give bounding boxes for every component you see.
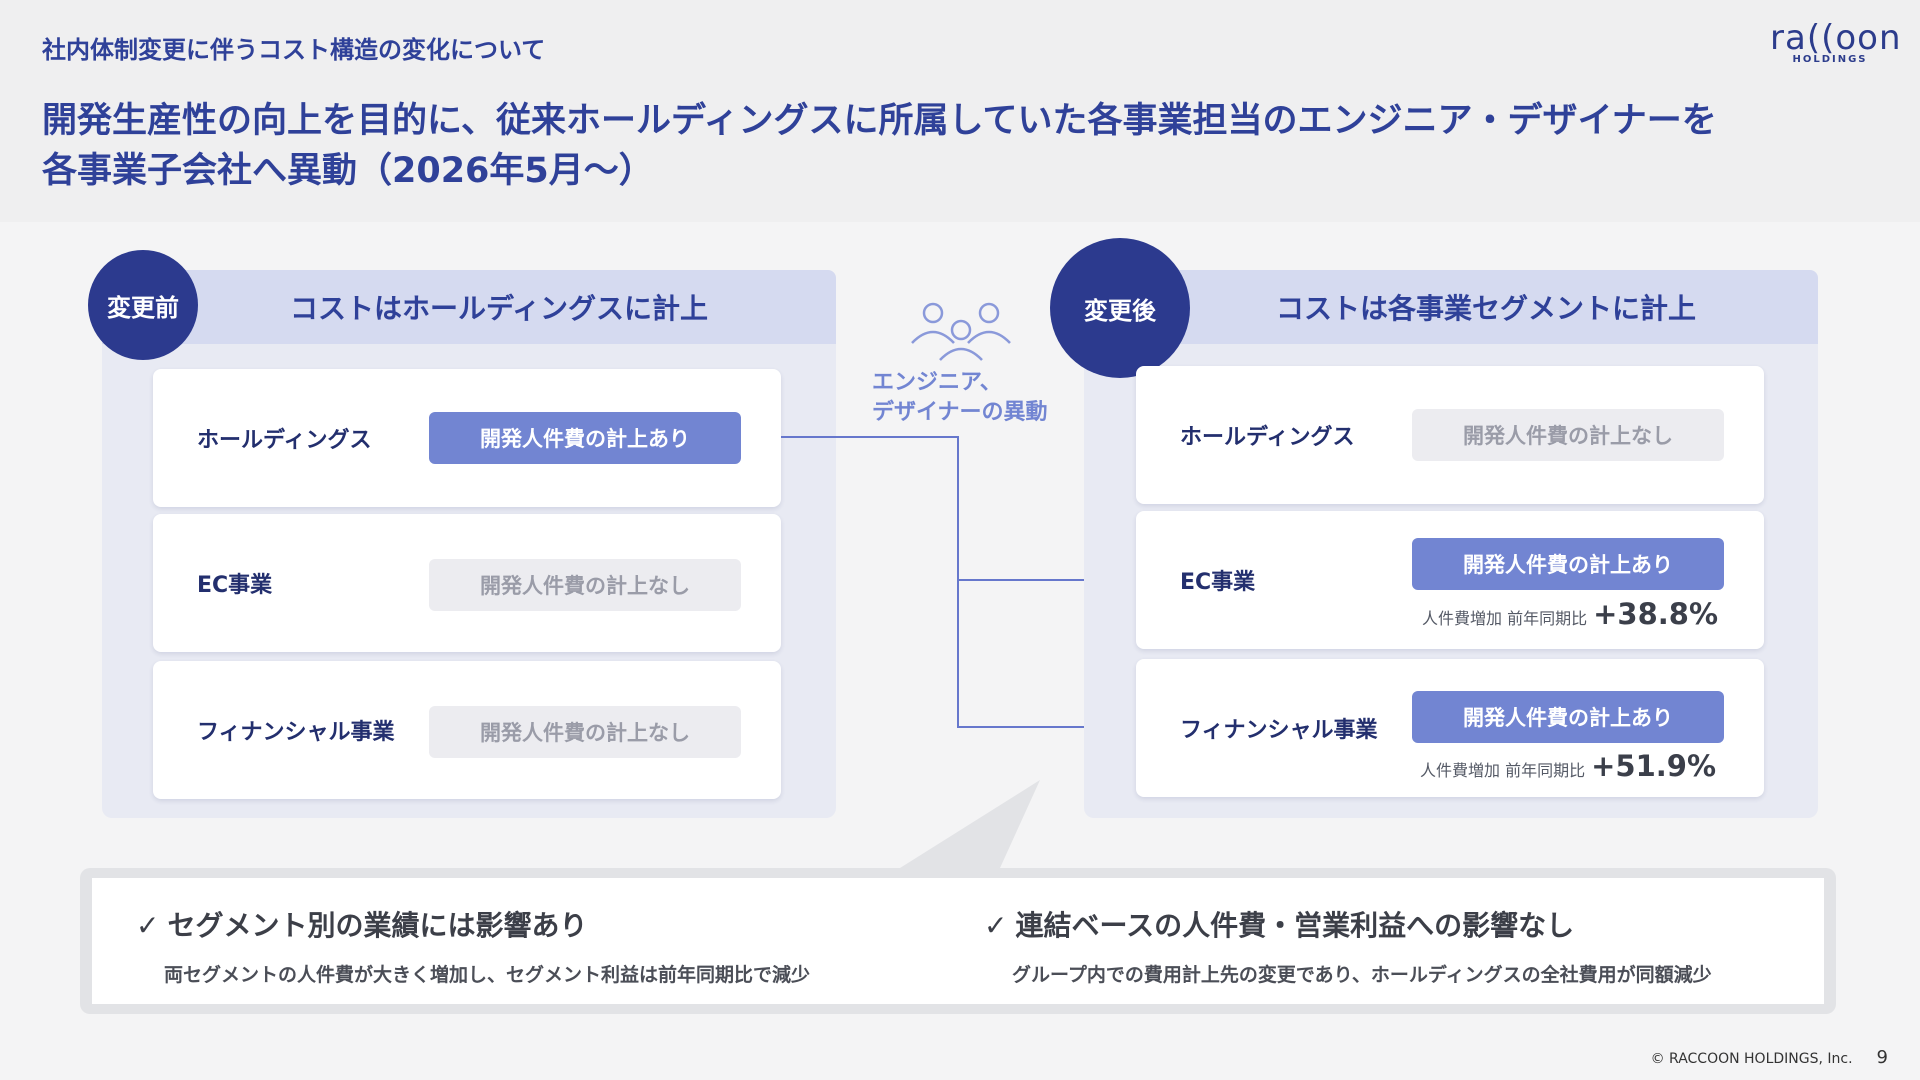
metric-value: +38.8% bbox=[1593, 597, 1719, 631]
summary-inner: ✓セグメント別の業績には影響あり 両セグメントの人件費が大きく増加し、セグメント… bbox=[92, 878, 1824, 1004]
row-label: ホールディングス bbox=[1180, 425, 1355, 450]
check-icon: ✓ bbox=[136, 909, 160, 942]
metric-label: 人件費増加 前年同期比 bbox=[1420, 761, 1586, 780]
before-badge: 変更前 bbox=[88, 250, 198, 360]
point-desc: グループ内での費用計上先の変更であり、ホールディングスの全社費用が同額減少 bbox=[1012, 964, 1712, 986]
status-pill: 開発人件費の計上あり bbox=[1412, 691, 1724, 743]
slide-header: 社内体制変更に伴うコスト構造の変化について 開発生産性の向上を目的に、従来ホール… bbox=[0, 0, 1920, 222]
metric: 人件費増加 前年同期比 +51.9% bbox=[1420, 749, 1716, 783]
before-row-holdings: ホールディングス 開発人件費の計上あり bbox=[153, 369, 781, 507]
logo-subtitle: HOLDINGS bbox=[1792, 54, 1868, 65]
callout-pointer bbox=[900, 780, 1040, 868]
copyright: © RACCOON HOLDINGS, Inc. bbox=[1650, 1051, 1853, 1067]
summary-point-segment: ✓セグメント別の業績には影響あり 両セグメントの人件費が大きく増加し、セグメント… bbox=[136, 904, 810, 987]
before-row-financial: フィナンシャル事業 開発人件費の計上なし bbox=[153, 661, 781, 799]
after-badge-text: 変更後 bbox=[1084, 296, 1156, 325]
status-pill: 開発人件費の計上あり bbox=[429, 412, 741, 464]
status-pill: 開発人件費の計上なし bbox=[429, 706, 741, 758]
summary-box: ✓セグメント別の業績には影響あり 両セグメントの人件費が大きく増加し、セグメント… bbox=[80, 868, 1836, 1014]
page-title-line-1: 開発生産性の向上を目的に、従来ホールディングスに所属していた各事業担当のエンジニ… bbox=[42, 101, 1717, 141]
metric-value: +51.9% bbox=[1591, 749, 1717, 783]
row-label: EC事業 bbox=[197, 573, 273, 598]
after-row-holdings: ホールディングス 開発人件費の計上なし bbox=[1136, 366, 1764, 504]
footer: © RACCOON HOLDINGS, Inc. 9 bbox=[1651, 1047, 1888, 1068]
check-icon: ✓ bbox=[984, 909, 1008, 942]
before-row-ec: EC事業 開発人件費の計上なし bbox=[153, 514, 781, 652]
point-title: 連結ベースの人件費・営業利益への影響なし bbox=[1015, 909, 1575, 942]
row-label: フィナンシャル事業 bbox=[1180, 718, 1378, 743]
after-heading: コストは各事業セグメントに計上 bbox=[1084, 270, 1818, 344]
row-label: EC事業 bbox=[1180, 570, 1256, 595]
page-title: 開発生産性の向上を目的に、従来ホールディングスに所属していた各事業担当のエンジニ… bbox=[42, 96, 1762, 196]
point-title: セグメント別の業績には影響あり bbox=[167, 909, 588, 942]
page-title-line-2: 各事業子会社へ異動（2026年5月〜） bbox=[42, 151, 654, 191]
row-label: ホールディングス bbox=[197, 428, 372, 453]
status-pill: 開発人件費の計上なし bbox=[1412, 409, 1724, 461]
point-desc: 両セグメントの人件費が大きく増加し、セグメント利益は前年同期比で減少 bbox=[164, 964, 811, 986]
people-icon bbox=[911, 302, 1011, 361]
after-badge: 変更後 bbox=[1050, 238, 1190, 378]
metric: 人件費増加 前年同期比 +38.8% bbox=[1422, 597, 1718, 631]
transfer-label-line-1: エンジニア、 bbox=[872, 370, 1002, 395]
company-logo: ra((oon HOLDINGS bbox=[1770, 18, 1902, 65]
before-heading-text: コストはホールディングスに計上 bbox=[289, 292, 709, 325]
transfer-label-line-2: デザイナーの異動 bbox=[872, 400, 1048, 425]
logo-mark: ra((oon bbox=[1770, 18, 1902, 58]
row-label: フィナンシャル事業 bbox=[197, 720, 395, 745]
before-badge-text: 変更前 bbox=[107, 293, 179, 322]
status-pill: 開発人件費の計上あり bbox=[1412, 538, 1724, 590]
after-row-financial: フィナンシャル事業 開発人件費の計上あり 人件費増加 前年同期比 +51.9% bbox=[1136, 659, 1764, 797]
after-heading-text: コストは各事業セグメントに計上 bbox=[1275, 292, 1696, 325]
summary-point-consolidated: ✓連結ベースの人件費・営業利益への影響なし グループ内での費用計上先の変更であり… bbox=[984, 904, 1712, 987]
metric-label: 人件費増加 前年同期比 bbox=[1422, 609, 1588, 628]
before-heading: コストはホールディングスに計上 bbox=[102, 270, 836, 344]
page-number: 9 bbox=[1876, 1047, 1888, 1068]
breadcrumb: 社内体制変更に伴うコスト構造の変化について bbox=[42, 36, 546, 64]
after-row-ec: EC事業 開発人件費の計上あり 人件費増加 前年同期比 +38.8% bbox=[1136, 511, 1764, 649]
transfer-label: エンジニア、 デザイナーの異動 bbox=[872, 368, 1048, 428]
status-pill: 開発人件費の計上なし bbox=[429, 559, 741, 611]
